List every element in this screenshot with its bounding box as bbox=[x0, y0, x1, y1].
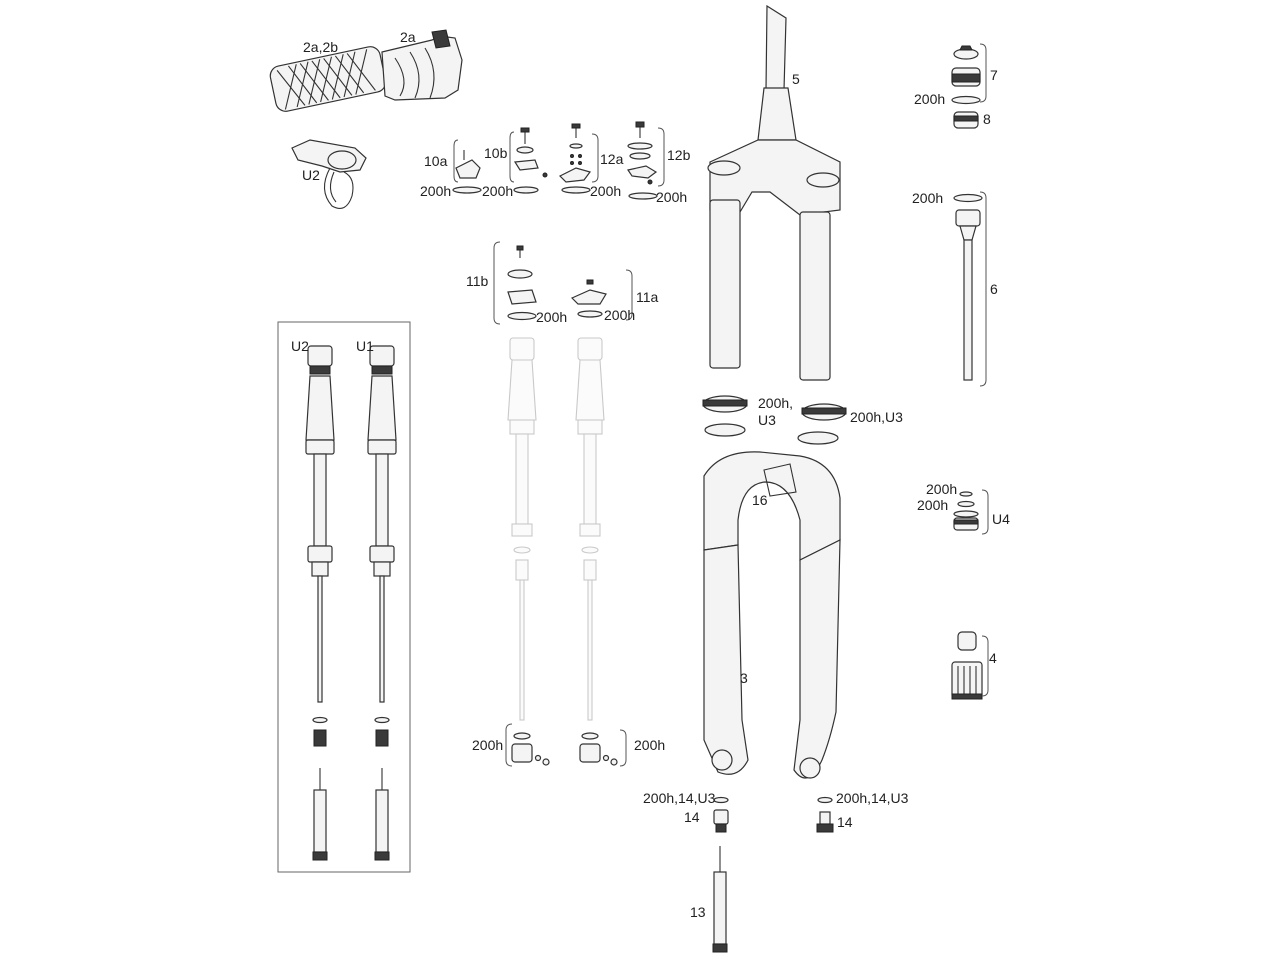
label-2a: 2a bbox=[400, 29, 416, 45]
label-16: 16 bbox=[752, 492, 768, 508]
label-u2-remote: U2 bbox=[302, 167, 320, 183]
label-200h-u3-left: 200h, bbox=[758, 395, 793, 411]
damper-cartridge-u1 bbox=[367, 345, 397, 861]
top-cap-kit bbox=[951, 45, 981, 129]
label-11b: 11b bbox=[466, 273, 489, 289]
label-7: 7 bbox=[990, 67, 998, 83]
label-10b: 10b bbox=[484, 145, 508, 161]
label-5: 5 bbox=[792, 71, 800, 87]
label-u3-left: U3 bbox=[758, 412, 776, 428]
label-bolt-left: 200h,14,U3 bbox=[643, 790, 716, 806]
label-200h-u4-b: 200h bbox=[917, 497, 948, 513]
label-200h-u4-a: 200h bbox=[926, 481, 957, 497]
label-10a: 10a bbox=[424, 153, 448, 169]
knob-kits bbox=[507, 245, 607, 321]
label-u2-damper: U2 bbox=[291, 338, 309, 354]
label-6: 6 bbox=[990, 281, 998, 297]
brace-12b bbox=[657, 127, 665, 187]
brace-10a bbox=[453, 139, 459, 183]
brace-6 bbox=[979, 191, 987, 387]
label-200h-11b: 200h bbox=[536, 309, 567, 325]
grip-assembly bbox=[269, 29, 463, 112]
brace-10b bbox=[509, 131, 515, 183]
label-200h-foot-right: 200h bbox=[634, 737, 665, 753]
label-11a: 11a bbox=[636, 289, 659, 305]
label-200h-10a: 200h bbox=[420, 183, 451, 199]
label-200h-12b: 200h bbox=[656, 189, 687, 205]
label-14-left: 14 bbox=[684, 809, 700, 825]
ghost-cartridge-right bbox=[575, 337, 618, 766]
brace-foot-left bbox=[505, 723, 513, 767]
label-4: 4 bbox=[989, 650, 997, 666]
label-200h-11a: 200h bbox=[604, 307, 635, 323]
brace-11a bbox=[625, 269, 633, 321]
part-4 bbox=[951, 631, 983, 700]
lower-legs-3 bbox=[703, 451, 841, 779]
label-200h-10b: 200h bbox=[482, 183, 513, 199]
brace-12a bbox=[591, 133, 599, 183]
shaft-6 bbox=[953, 193, 983, 381]
ghost-cartridge-left bbox=[507, 337, 550, 766]
label-12b: 12b bbox=[667, 147, 691, 163]
label-200h-foot-left: 200h bbox=[472, 737, 503, 753]
label-3: 3 bbox=[740, 670, 748, 686]
label-200h-6: 200h bbox=[912, 190, 943, 206]
label-14-right: 14 bbox=[837, 814, 853, 830]
damper-cartridge-u2 bbox=[305, 345, 335, 861]
label-u4: U4 bbox=[992, 511, 1010, 527]
brace-foot-right bbox=[619, 729, 627, 767]
label-12a: 12a bbox=[600, 151, 624, 167]
bottom-bolts-and-rod bbox=[712, 796, 834, 953]
label-2a-2b: 2a,2b bbox=[303, 39, 338, 55]
label-13: 13 bbox=[690, 904, 706, 920]
crown-steerer-assembly bbox=[707, 4, 841, 381]
label-bolt-right: 200h,14,U3 bbox=[836, 790, 909, 806]
label-8: 8 bbox=[983, 111, 991, 127]
kit-u4 bbox=[953, 491, 979, 531]
seal-head-kit-u3 bbox=[702, 395, 847, 445]
label-200h-7: 200h bbox=[914, 91, 945, 107]
brace-11b bbox=[493, 241, 501, 325]
brace-7 bbox=[979, 43, 987, 103]
label-200h-12a: 200h bbox=[590, 183, 621, 199]
brace-u4 bbox=[981, 489, 989, 535]
brace-4 bbox=[981, 635, 989, 697]
damper-upgrade-box bbox=[277, 321, 411, 873]
label-200h-u3-right: 200h,U3 bbox=[850, 409, 903, 425]
remote-lever-u2 bbox=[291, 139, 367, 209]
lever-kits bbox=[452, 121, 658, 200]
label-u1-damper: U1 bbox=[356, 338, 374, 354]
